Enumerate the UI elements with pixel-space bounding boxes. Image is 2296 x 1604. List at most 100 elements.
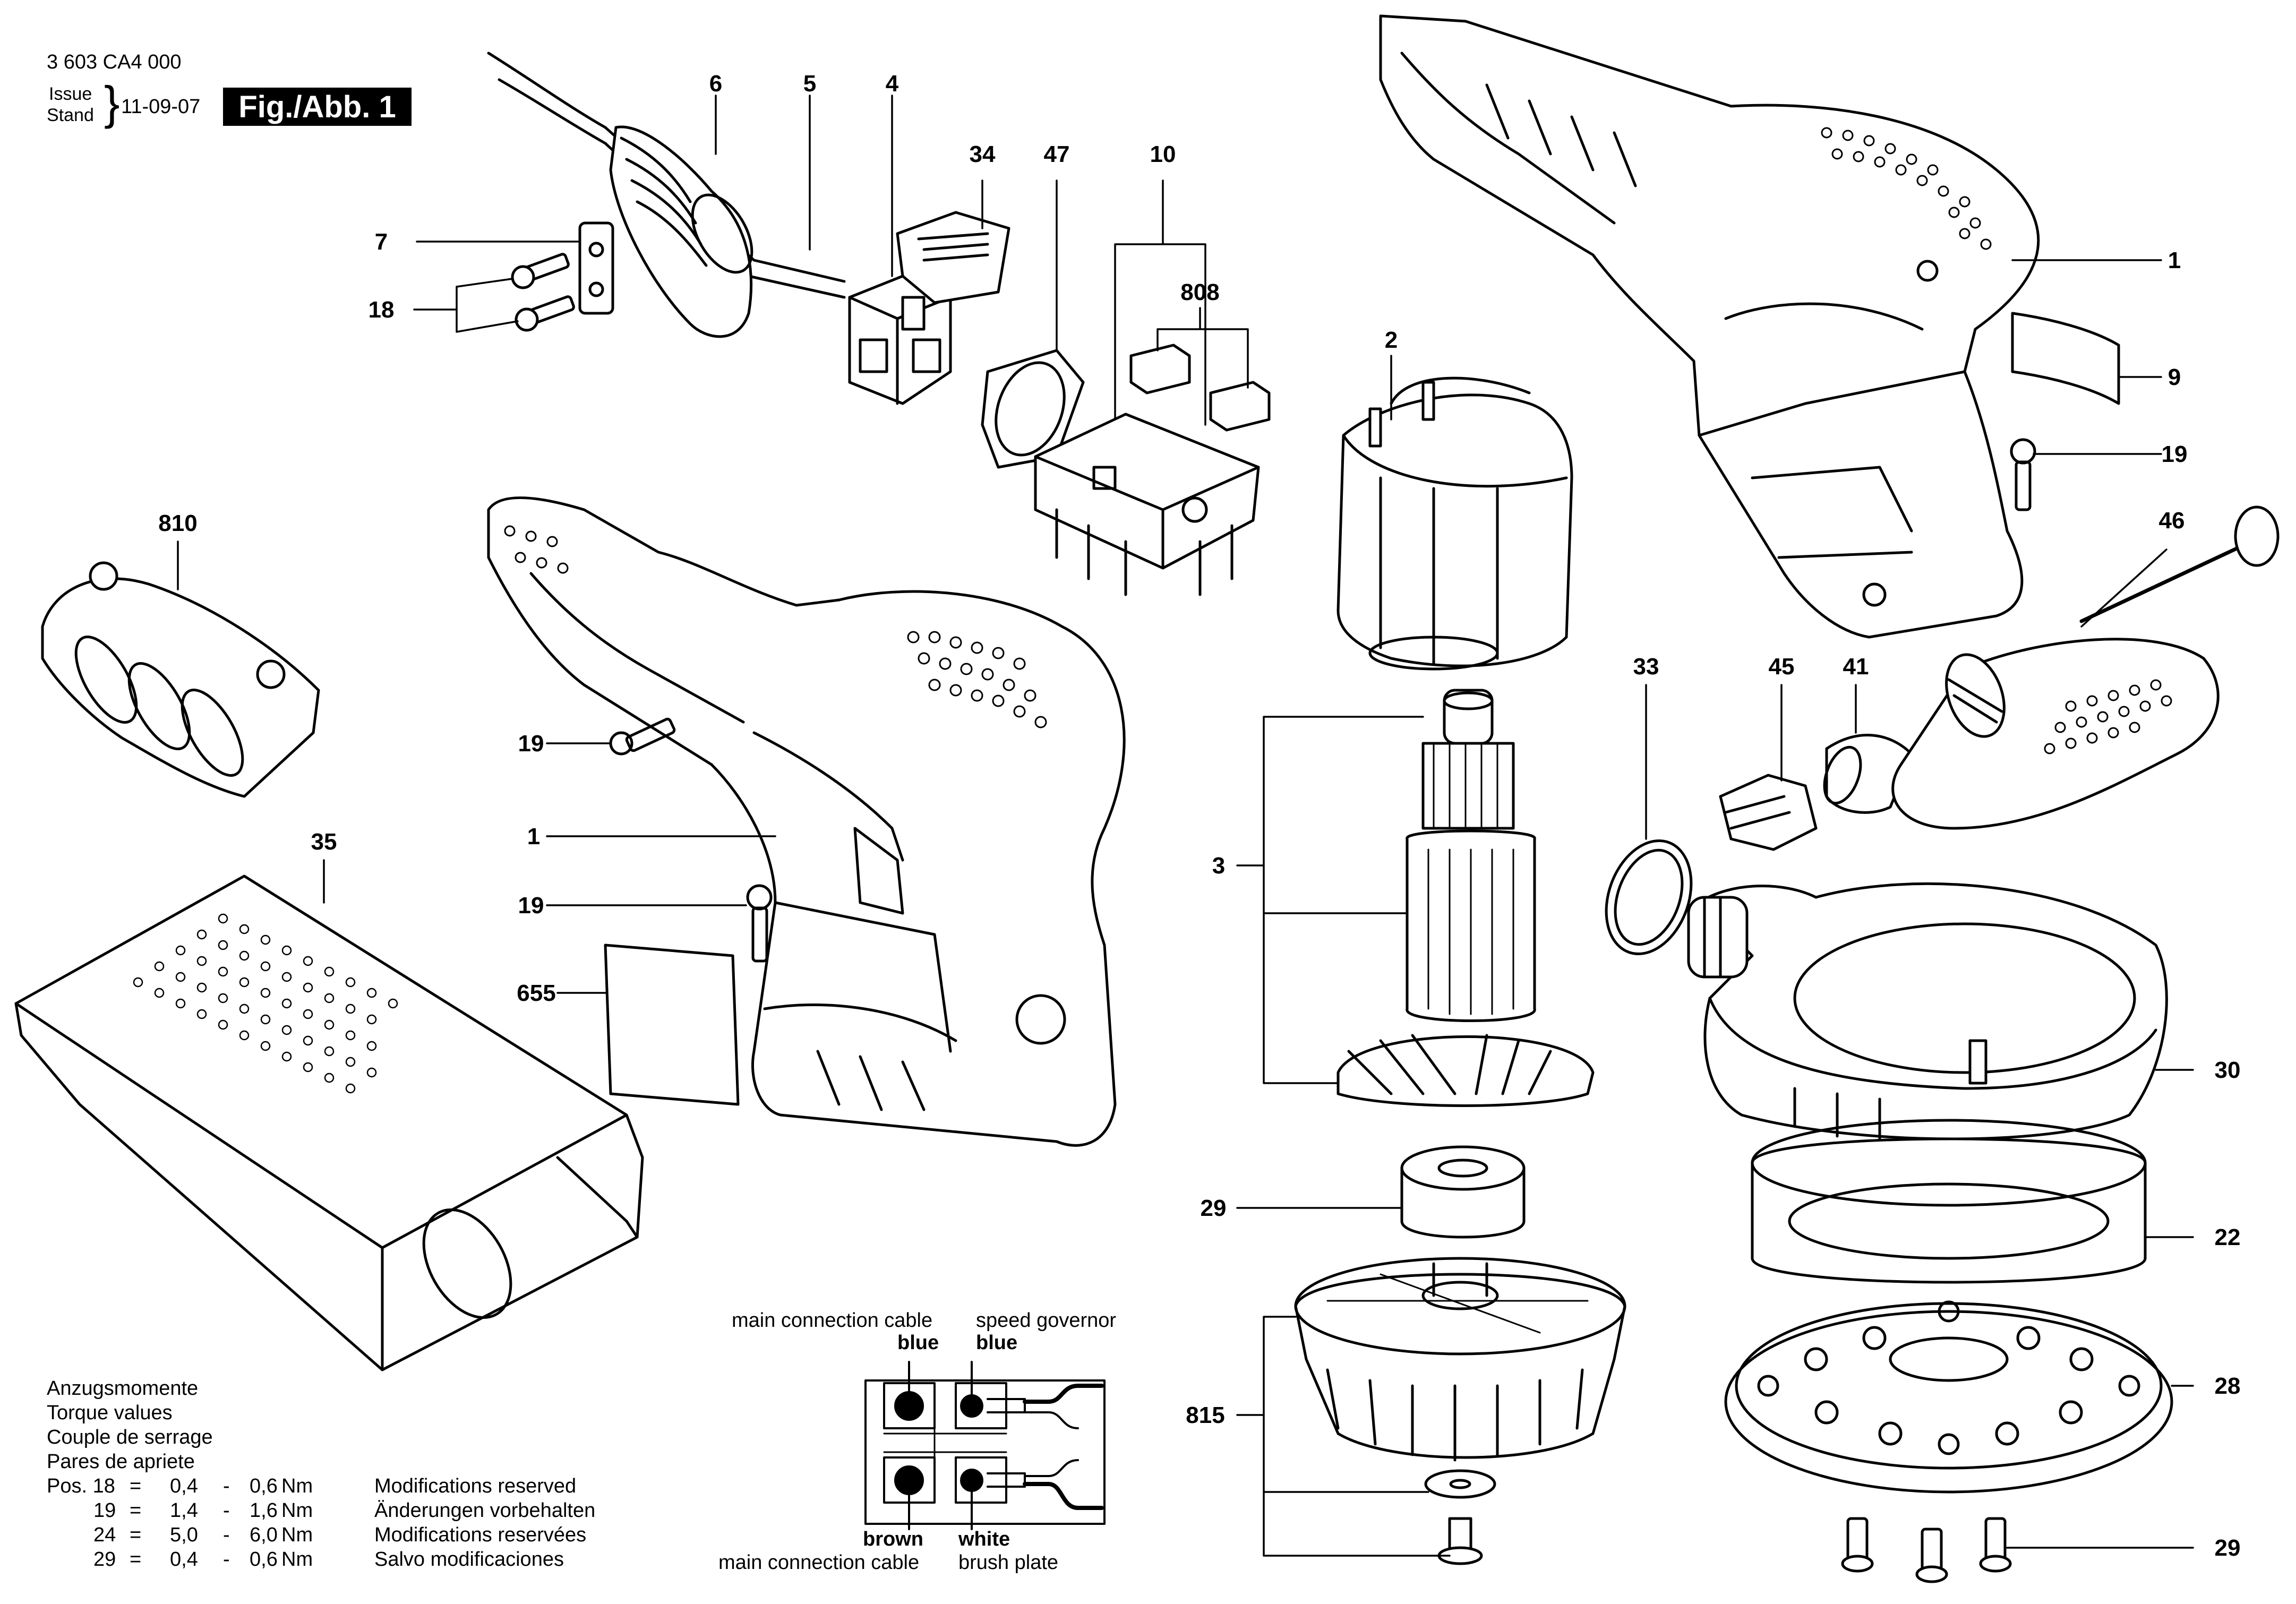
sanding-pad-part-28: [1724, 1300, 2173, 1494]
bearing-part-30: [1400, 1145, 1526, 1239]
part-label-10: 10: [1150, 141, 1176, 167]
washer-and-screw: [1424, 1469, 1496, 1565]
part-label-29: 29: [2215, 1535, 2241, 1561]
hose-vent-dots: [2044, 679, 2172, 754]
torque-row-dash: -: [223, 1548, 230, 1571]
modifications-en: Modifications reserved: [374, 1475, 577, 1497]
modifications-fr: Modifications reservées: [374, 1524, 587, 1546]
torque-title-de: Anzugsmomente: [47, 1377, 199, 1400]
torque-row-eq: =: [130, 1499, 142, 1522]
armature-part-3: [1337, 689, 1595, 1107]
part-label-30: 29: [1201, 1195, 1227, 1221]
carbon-brushes-part-810: [1129, 344, 1271, 432]
part-47: [1719, 774, 1818, 851]
wire-top-right-label: speed governor: [976, 1309, 1117, 1332]
screw-part-19-lower-left: [746, 884, 773, 963]
field-coil-part-2: [1337, 376, 1573, 671]
brace-glyph: }: [104, 76, 120, 129]
label-plate-part-808: [604, 943, 740, 1106]
part-label-19-upper-left: 19: [518, 731, 544, 757]
electronics-module-part-10: [1034, 413, 1260, 596]
wire-bottom-left-color: brown: [863, 1528, 923, 1550]
strain-relief-part-6: [609, 125, 753, 338]
housing-vent-dots-right: [1821, 127, 1992, 250]
modifications-es: Salvo modificaciones: [374, 1548, 564, 1571]
fan-part-815: [1294, 1257, 1626, 1462]
part-label-7: 7: [375, 229, 388, 255]
torque-title-es: Pares de apriete: [47, 1451, 195, 1473]
torque-row-max: 1,6: [250, 1499, 278, 1522]
part-label-815: 815: [1186, 1402, 1224, 1428]
cable-clamp-part-7: [578, 221, 614, 315]
torque-row-pos: 24: [93, 1524, 116, 1546]
part-label-33: 30: [2215, 1057, 2241, 1083]
part-label-45: 41: [1843, 654, 1869, 680]
part-label-41: 35: [311, 829, 337, 855]
part-label-808: 655: [517, 980, 555, 1006]
issue-label: Issue: [49, 84, 92, 104]
part-label-5: 5: [803, 71, 816, 97]
label-part-9: [2011, 312, 2120, 405]
dust-box-part-41: [14, 874, 644, 1371]
torque-row-unit: Nm: [281, 1499, 313, 1522]
part-label-47: 45: [1769, 654, 1795, 680]
part-label-19-lower-left: 19: [518, 893, 544, 919]
part-label-19-right: 19: [2162, 441, 2188, 467]
part-label-1-right: 1: [2168, 247, 2181, 273]
housing-vent-dots-left: [504, 525, 1047, 728]
part-label-6: 6: [709, 71, 722, 97]
bearing-housing-part-33: [1687, 882, 2168, 1143]
torque-row-max: 0,6: [250, 1548, 278, 1571]
torque-title-en: Torque values: [47, 1402, 173, 1424]
screws-part-29: [1841, 1517, 2012, 1583]
part-label-2: 2: [1385, 327, 1398, 353]
housing-right-half-part-1: [1379, 14, 2040, 639]
part-label-34: 33: [1633, 654, 1659, 680]
wiring-diagram: [864, 1361, 1106, 1530]
document-number: 3 603 CA4 000: [47, 51, 182, 73]
issue-date: 11-09-07: [121, 96, 201, 118]
torque-row-dash: -: [223, 1475, 230, 1497]
torque-row-pos: Pos. 18: [47, 1475, 115, 1497]
wire-bottom-right-color: white: [958, 1528, 1010, 1550]
torque-row-max: 6,0: [250, 1524, 278, 1546]
o-ring-part-34: [1605, 839, 1693, 956]
part-label-3: 3: [1212, 853, 1225, 879]
dust-cover-part-655: [41, 561, 320, 798]
screw-part-19-right: [2010, 438, 2036, 511]
torque-row-pos: 29: [93, 1548, 116, 1571]
torque-row-dash: -: [223, 1524, 230, 1546]
wire-top-left-color: blue: [897, 1332, 939, 1354]
housing-left-half-part-1: [487, 496, 1126, 1147]
torque-row-dash: -: [223, 1499, 230, 1522]
part-label-655: 810: [158, 510, 197, 536]
torque-row-unit: Nm: [281, 1475, 313, 1497]
torque-row-pos: 19: [93, 1499, 116, 1522]
torque-row-max: 0,6: [250, 1475, 278, 1497]
screws-part-18: [511, 253, 575, 332]
leader-lines: [177, 95, 2194, 1557]
wire-bottom-right-label: brush plate: [958, 1551, 1059, 1574]
torque-title-fr: Couple de serrage: [47, 1426, 213, 1448]
modifications-de: Änderungen vorbehalten: [374, 1499, 596, 1522]
part-label-4: 4: [886, 71, 899, 97]
part-label-46: 46: [2159, 508, 2185, 534]
brake-ring-part-22: [1751, 1119, 2147, 1284]
part-number-labels: 6 5 4 34 47 10 808 7 18 2 1 9 19 46 810 …: [158, 71, 2240, 1561]
part-label-810: 808: [1180, 279, 1219, 305]
wire-top-right-color: blue: [976, 1332, 1018, 1354]
torque-row-min: 1,4: [170, 1499, 198, 1522]
part-35: [896, 211, 1010, 304]
wire-bottom-left-label: main connection cable: [718, 1551, 920, 1574]
part-label-18: 18: [369, 297, 395, 323]
part-label-22: 22: [2215, 1224, 2241, 1250]
part-label-35: 34: [970, 141, 996, 167]
torque-row-min: 5,0: [170, 1524, 198, 1546]
part-label-56: 47: [1044, 141, 1070, 167]
torque-row-eq: =: [130, 1475, 142, 1497]
part-label-1-left: 1: [527, 824, 540, 850]
torque-row-min: 0,4: [170, 1475, 198, 1497]
part-label-9: 9: [2168, 364, 2181, 390]
torque-row-unit: Nm: [281, 1548, 313, 1571]
